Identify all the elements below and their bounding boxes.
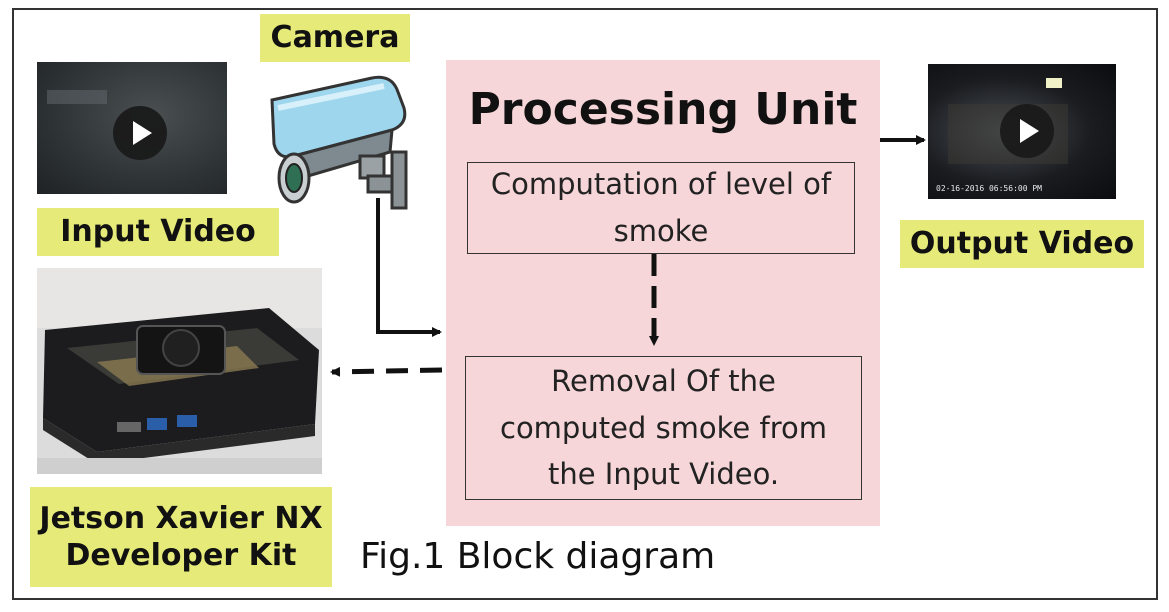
- figure-caption: Fig.1 Block diagram: [360, 536, 716, 577]
- jetson-board-icon: [37, 268, 322, 474]
- processing-unit-title: Processing Unit: [468, 84, 858, 135]
- jetson-label: Jetson Xavier NX Developer Kit: [30, 487, 332, 587]
- camera-icon: [270, 75, 408, 210]
- camera-label: Camera: [260, 14, 410, 62]
- processing-unit-block: [446, 60, 880, 526]
- output-video-light: [1046, 78, 1062, 88]
- computation-box: Computation of level of smoke: [467, 162, 855, 254]
- camera-to-processing-arrow: [376, 198, 442, 337]
- input-video-label: Input Video: [37, 208, 279, 256]
- output-video-timestamp: 02-16-2016 06:56:00 PM: [936, 184, 1042, 193]
- removal-box: Removal Of the computed smoke from the I…: [465, 356, 862, 500]
- input-video-light: [47, 90, 107, 104]
- processing-to-jetson-arrow: [330, 366, 443, 377]
- jetson-photo: [37, 268, 322, 474]
- input-video-thumbnail[interactable]: [37, 62, 227, 194]
- play-icon[interactable]: [1000, 104, 1054, 158]
- output-video-label: Output Video: [900, 220, 1144, 268]
- play-icon[interactable]: [113, 106, 167, 160]
- output-video-thumbnail[interactable]: 02-16-2016 06:56:00 PM: [928, 64, 1116, 199]
